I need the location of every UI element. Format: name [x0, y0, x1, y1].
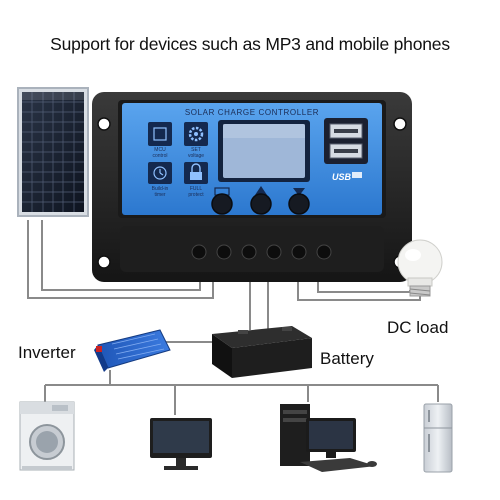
protect-label-1: FULL: [190, 186, 202, 192]
terminal-block: [191, 244, 332, 260]
lcd-screen: [223, 124, 305, 178]
mcu-label-2: control: [152, 153, 167, 159]
timer-label-1: Build-in: [152, 186, 169, 192]
monitor-icon: [150, 418, 212, 470]
washing-machine-icon: [19, 401, 75, 471]
timer-label-2: timer: [154, 192, 165, 198]
set-label-2: voltage: [188, 153, 204, 159]
controller-title: SOLAR CHARGE CONTROLLER: [185, 108, 319, 117]
down-arrow-icon: [293, 188, 305, 196]
battery-icon: [212, 326, 312, 378]
protect-label-2: protect: [188, 192, 204, 198]
gear-icon: SET voltage: [184, 122, 208, 159]
refrigerator-icon: [423, 403, 453, 473]
headline: Support for devices such as MP3 and mobi…: [50, 34, 450, 54]
mcu-label-1: MCU: [154, 147, 166, 153]
wires: [27, 220, 439, 415]
mcu-icon: MCU control: [148, 122, 172, 159]
battery-label: Battery: [320, 349, 374, 368]
dc-load-label: DC load: [387, 318, 449, 337]
desktop-computer-icon: [280, 404, 377, 472]
up-arrow-icon: [255, 186, 267, 195]
usb-port-icon: [324, 118, 368, 164]
inverter-icon: [94, 329, 171, 372]
lock-icon: FULL protect: [184, 162, 208, 198]
charge-controller: SOLAR CHARGE CONTROLLER MCU control SET …: [92, 92, 412, 282]
light-bulb-icon: [397, 239, 443, 297]
solar-panel-icon: [17, 87, 89, 217]
down-button[interactable]: [288, 193, 310, 215]
inverter-label: Inverter: [18, 343, 76, 362]
up-button[interactable]: [250, 193, 272, 215]
set-label-1: SET: [191, 147, 201, 153]
timer-icon: Build-in timer: [148, 162, 172, 198]
usb-label: USB: [332, 172, 352, 182]
menu-button[interactable]: [211, 193, 233, 215]
